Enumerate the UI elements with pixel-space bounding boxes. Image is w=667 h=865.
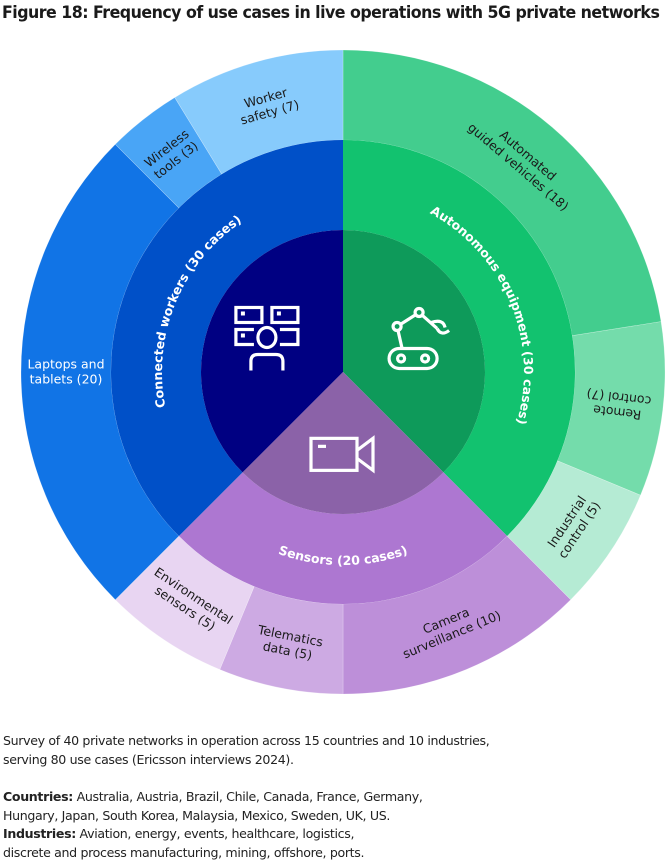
icons <box>234 305 451 474</box>
category-slice-sensors <box>178 472 508 604</box>
inner-slice-connected-workers <box>201 230 343 473</box>
figure-title: Figure 18: Frequency of use cases in liv… <box>2 3 660 22</box>
connected-worker-icon <box>234 305 300 371</box>
countries-list: Hungary, Japan, South Korea, Malaysia, M… <box>3 808 391 823</box>
industries-list: discrete and process manufacturing, mini… <box>3 845 365 860</box>
subcategory-label-line: Laptops and <box>27 357 104 372</box>
survey-note: Survey of 40 private networks in operati… <box>3 731 490 769</box>
robot-arm-icon <box>387 306 451 371</box>
industries-note: Industries: Aviation, energy, events, he… <box>3 824 364 862</box>
countries-note: Countries: Australia, Austria, Brazil, C… <box>3 787 423 825</box>
category-slice-connected-workers <box>110 140 343 537</box>
outer-ring <box>20 49 666 695</box>
subcategory-label-line: tablets (20) <box>30 372 103 387</box>
inner-circle <box>201 230 485 514</box>
middle-ring <box>110 140 575 604</box>
subcategory-label-line: Remote <box>592 402 642 423</box>
survey-note-line: serving 80 use cases (Ericsson interview… <box>3 752 294 767</box>
countries-list: Australia, Austria, Brazil, Chile, Canad… <box>72 789 423 804</box>
inner-slice-sensors <box>242 372 444 514</box>
category-slice-autonomous-equipment <box>343 140 575 537</box>
inner-slice-autonomous-equipment <box>343 230 485 473</box>
video-camera-icon <box>309 435 375 474</box>
survey-note-line: Survey of 40 private networks in operati… <box>3 733 490 748</box>
industries-list: Aviation, energy, events, healthcare, lo… <box>75 826 355 841</box>
industries-label: Industries: <box>3 826 76 841</box>
countries-label: Countries: <box>3 789 73 804</box>
